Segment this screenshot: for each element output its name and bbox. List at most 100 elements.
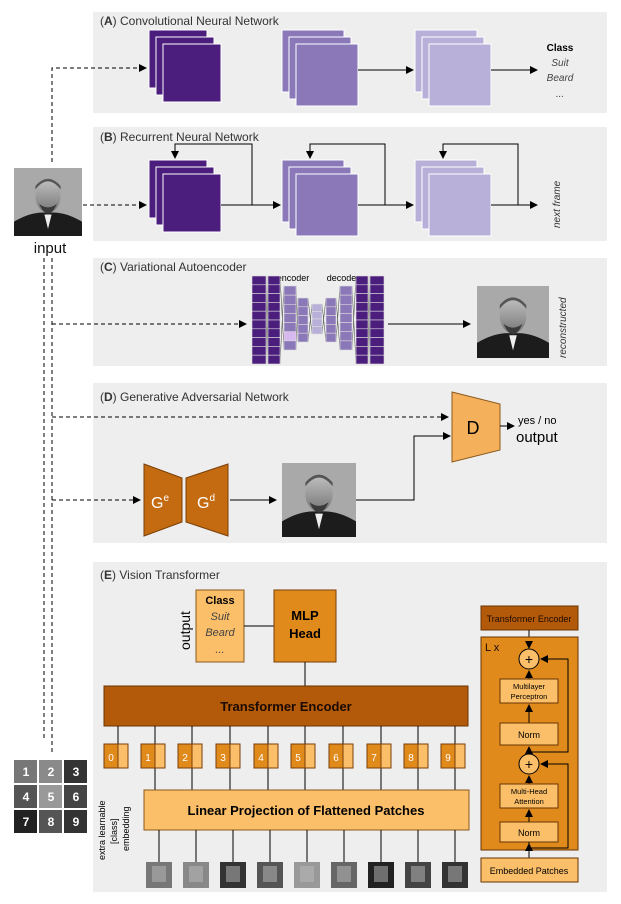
vit-token: 1 [140, 726, 166, 790]
panel-vit: (E) Vision Transformer output Class Suit… [93, 562, 607, 892]
panel-vae-letter: C [104, 260, 113, 274]
vit-token-label: 3 [220, 753, 226, 764]
cnn-layer-3 [414, 29, 492, 107]
generator-decoder-label: G [197, 495, 209, 512]
gan-output-label: output [516, 429, 559, 446]
detail-repeat-label: L x [485, 642, 500, 654]
panel-rnn: (B) Recurrent Neural Network next frame [93, 127, 607, 241]
rnn-loop-1 [171, 143, 253, 205]
vit-class-item: Suit [211, 611, 231, 623]
detail-mlp-label: Multilayer [513, 682, 546, 691]
patch-grid-number: 6 [73, 790, 80, 804]
vit-token: 7 [366, 726, 392, 790]
residual-path-top [529, 655, 569, 753]
vit-token: 4 [253, 726, 279, 790]
transformer-encoder-block [103, 685, 469, 727]
vit-patch [183, 830, 209, 888]
gan-fake-arrow [356, 432, 451, 501]
mlp-head [273, 589, 337, 663]
vae-layer [251, 275, 267, 365]
detail-norm-top [499, 722, 559, 746]
linear-projection-label: Linear Projection of Flattened Patches [188, 803, 425, 818]
vit-token-label: 5 [295, 753, 301, 764]
patch-grid-number: 9 [73, 815, 80, 829]
vae-encoder-label: encoder [277, 273, 310, 283]
cnn-class-item: Beard [547, 73, 574, 84]
residual-add-label: + [525, 756, 533, 772]
input-image [14, 168, 82, 236]
generator-decoder [185, 463, 229, 537]
patch-grid-cell: 5 [39, 785, 62, 808]
patch-grid-number: 5 [48, 790, 55, 804]
vit-token-label: 1 [145, 753, 151, 764]
embedding-label: extra learnable [97, 800, 107, 860]
vit-patch [331, 830, 357, 888]
residual-add-bottom [518, 753, 540, 775]
vit-patch [294, 830, 320, 888]
vit-token-label: 6 [333, 753, 339, 764]
patch-grid-number: 8 [48, 815, 55, 829]
svg-text:Gd: Gd [197, 493, 215, 512]
vae-reconstructed-image [477, 286, 549, 358]
vit-output-label: output [177, 611, 193, 650]
discriminator-label: D [467, 418, 480, 438]
vae-layer [355, 275, 369, 365]
panel-cnn: (A) Convolutional Neural Network Class S… [93, 12, 607, 113]
panel-cnn-title: Convolutional Neural Network [120, 14, 280, 28]
vit-token-label: 2 [182, 753, 188, 764]
vit-patch [405, 830, 431, 888]
vit-patch [368, 830, 394, 888]
vae-layer [267, 275, 281, 365]
panel-gan-title: Generative Adversarial Network [120, 390, 290, 404]
input-label: input [34, 240, 67, 257]
input-connectors [43, 64, 449, 755]
svg-text:Ge: Ge [151, 493, 169, 512]
vit-patch [257, 830, 283, 888]
rnn-loop-2 [306, 143, 386, 205]
cnn-class-item: ... [556, 89, 564, 100]
panel-gan-letter: D [104, 390, 113, 404]
detail-encoder-title-box [480, 605, 579, 631]
vit-token: 6 [328, 726, 354, 790]
patch-grid-number: 4 [23, 790, 30, 804]
vae-layer [369, 275, 385, 365]
vit-token: 5 [290, 726, 316, 790]
residual-add-top [518, 648, 540, 670]
detail-encoder-title: Transformer Encoder [487, 614, 572, 624]
detail-norm-label: Norm [518, 730, 540, 740]
patch-grid-number: 1 [23, 765, 30, 779]
patch-grid-number: 3 [73, 765, 80, 779]
panel-vit-title: Vision Transformer [119, 568, 219, 582]
cnn-class-head: Class [547, 43, 574, 54]
cnn-class-item: Suit [551, 58, 569, 69]
vit-token-label: 8 [408, 753, 414, 764]
vit-class-item: Beard [205, 627, 235, 639]
panel-vae-title: Variational Autoencoder [120, 260, 247, 274]
vit-class-item: ... [215, 644, 224, 656]
generator-encoder-sup: e [163, 493, 169, 504]
svg-text:(C) Variational Autoencoder: (C) Variational Autoencoder [100, 260, 247, 274]
vit-token: 2 [177, 726, 203, 790]
transformer-encoder-label: Transformer Encoder [220, 699, 352, 714]
panel-vit-letter: E [104, 568, 112, 582]
panel-rnn-title: Recurrent Neural Network [120, 130, 260, 144]
embedding-label: embedding [121, 806, 131, 851]
vae-network [251, 275, 385, 365]
rnn-output-label: next frame [552, 180, 563, 228]
vit-class-head: Class [205, 595, 234, 607]
patch-grid-cell: 2 [39, 760, 62, 783]
rnn-layer-3 [414, 159, 492, 237]
patch-grid-cell: 3 [64, 760, 87, 783]
vae-output-label: reconstructed [558, 297, 569, 358]
vit-patch [442, 830, 468, 888]
gan-answer: yes / no [518, 415, 557, 427]
mlp-head-label: MLP [291, 608, 319, 623]
svg-text:(D) Generative Adversarial Net: (D) Generative Adversarial Network [100, 390, 290, 404]
panel-cnn-letter: A [104, 14, 113, 28]
vit-token: 3 [215, 726, 241, 790]
gan-generated-image [282, 463, 356, 537]
vit-token-label: 4 [258, 753, 264, 764]
rnn-loop-3 [439, 143, 519, 205]
vit-class-box [195, 589, 245, 663]
detail-embedded-patches [480, 857, 579, 883]
